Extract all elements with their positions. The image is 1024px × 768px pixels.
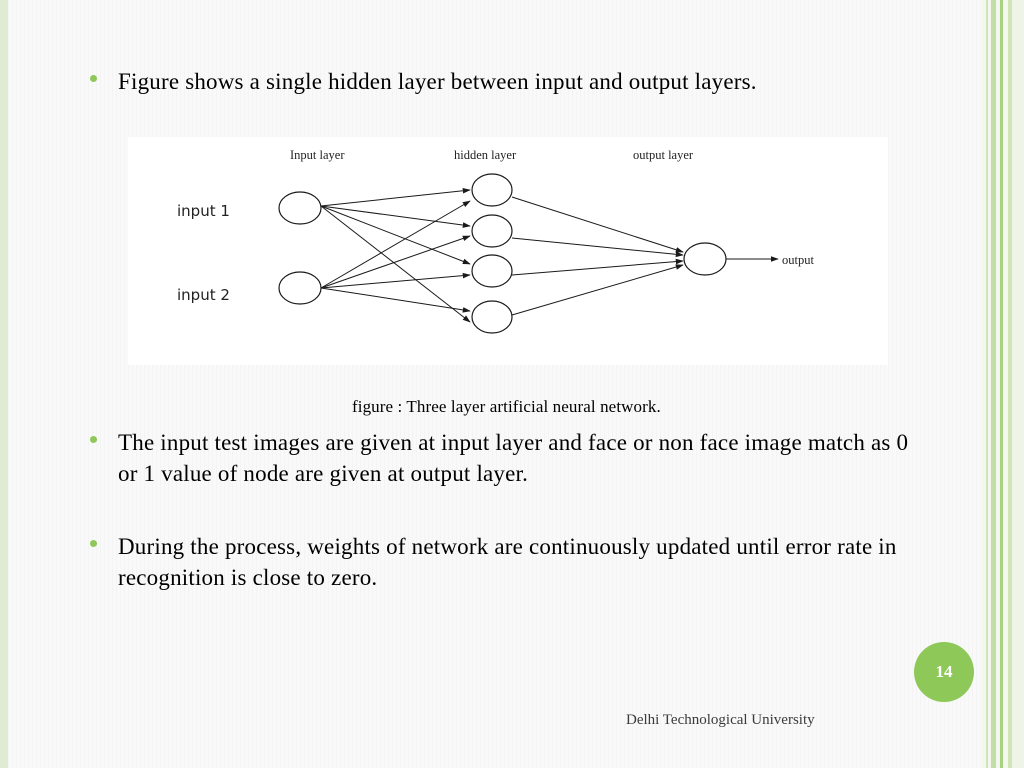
bullet-dot [90,75,97,82]
connection-arrow [320,205,471,265]
bullet-text: The input test images are given at input… [118,430,909,486]
bullet-item-2: The input test images are given at input… [90,427,920,489]
output-layer-label: output layer [633,148,694,162]
page-number-badge: 14 [914,642,974,702]
hidden-node-3 [471,254,513,288]
output-node [683,242,727,276]
figure-caption: figure : Three layer artificial neural n… [352,397,661,416]
left-border [0,0,8,768]
connection-arrow [320,187,471,207]
connection-arrow [320,205,471,228]
hidden-to-output-connections [511,196,684,316]
connection-arrow [320,205,471,323]
footer-institution: Delhi Technological University [626,712,815,728]
input-node-2 [278,271,322,305]
bullet-dot [90,540,97,547]
bullet-dot [90,436,97,443]
connection-arrow [320,272,471,289]
input-1-label: input 1 [177,202,230,220]
bullet-text: During the process, weights of network a… [118,534,897,590]
input-2-label: input 2 [177,286,230,304]
bullet-item-1: Figure shows a single hidden layer betwe… [90,66,920,97]
hidden-node-4 [471,300,513,334]
neural-network-figure: Input layer hidden layer output layer in… [128,137,888,365]
bullet-text: Figure shows a single hidden layer betwe… [118,69,757,94]
output-label: output [782,253,814,267]
connection-arrow [511,264,684,316]
hidden-layer-label: hidden layer [454,148,517,162]
connection-arrow [511,237,684,258]
input-node-1 [278,191,322,225]
connection-arrow [511,196,684,253]
connection-arrow [320,287,471,313]
input-to-hidden-connections [320,187,471,323]
connection-arrow [511,258,684,276]
connection-arrow [320,200,471,289]
hidden-node-2 [471,214,513,248]
hidden-node-1 [471,173,513,207]
bullet-item-3: During the process, weights of network a… [90,531,920,593]
right-decorative-border [982,0,1024,768]
connection-arrow [320,235,471,289]
neural-network-diagram: Input layer hidden layer output layer in… [177,148,814,334]
input-layer-label: Input layer [290,148,345,162]
